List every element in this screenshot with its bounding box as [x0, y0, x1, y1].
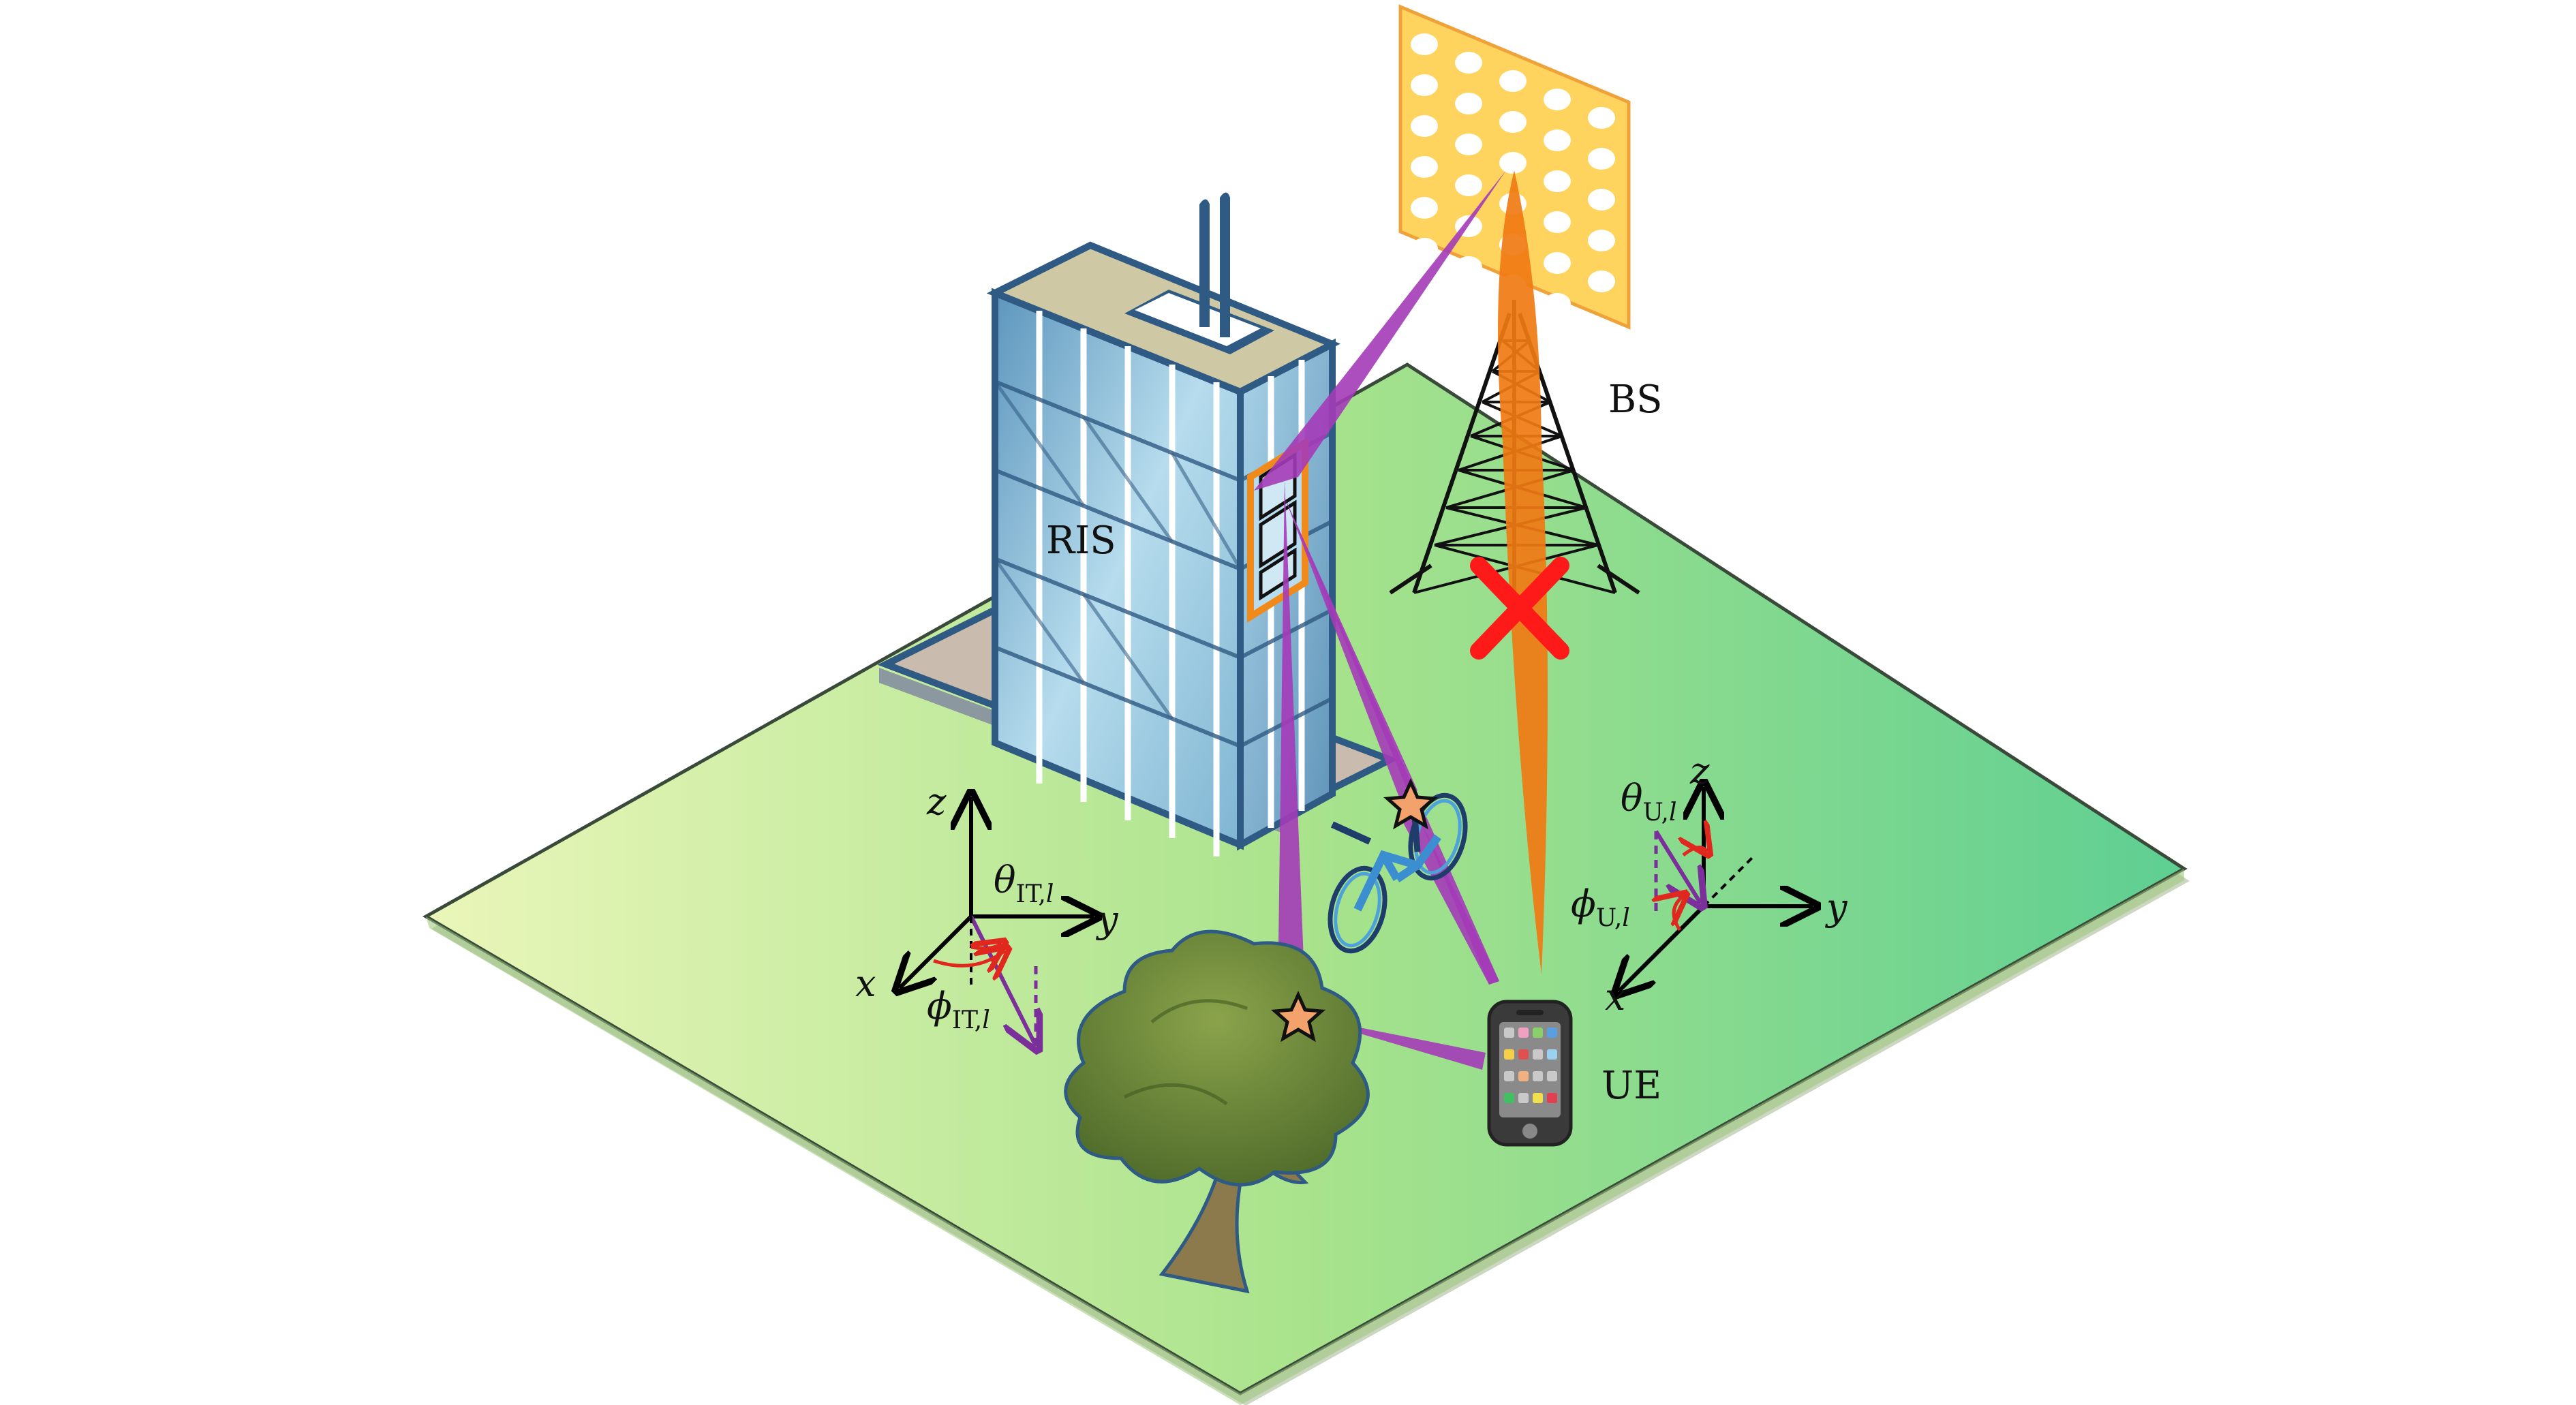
left-theta-label: θIT,l	[994, 859, 1054, 908]
app-tile	[1533, 1049, 1543, 1060]
beam-bike-to-ue	[1400, 801, 1499, 985]
bs-antenna-element	[1588, 271, 1615, 292]
bicycle-icon	[1328, 792, 1468, 954]
bs-antenna-element	[1588, 148, 1615, 170]
bs-antenna-element	[1499, 111, 1527, 133]
app-tile	[1533, 1093, 1543, 1103]
beam-bs-to-ue-blocked	[1497, 170, 1548, 974]
beam-bs-to-ris	[1254, 170, 1506, 491]
app-tile	[1518, 1071, 1529, 1081]
app-tile	[1547, 1071, 1557, 1081]
left-axis-x-label: x	[855, 962, 876, 1005]
right-axis-x-label: x	[1605, 976, 1625, 1019]
right-axis-z-label: z	[1689, 750, 1710, 792]
bs-antenna-element	[1588, 189, 1615, 211]
bs-antenna-element	[1411, 156, 1438, 178]
app-tile	[1518, 1093, 1529, 1103]
bs-label: BS	[1608, 377, 1663, 422]
bs-antenna-element	[1455, 256, 1482, 278]
left-phi-label: ϕIT,l	[927, 985, 990, 1034]
app-tile	[1547, 1049, 1557, 1060]
bs-antenna-element	[1411, 33, 1438, 55]
bs-antenna-element	[1588, 230, 1615, 251]
cross-icon	[1470, 557, 1569, 660]
bs-antenna-element	[1544, 293, 1571, 315]
beam-ris-to-tree	[1278, 480, 1305, 995]
app-tile	[1504, 1028, 1514, 1038]
app-tile	[1547, 1093, 1557, 1103]
bs-antenna-element	[1455, 93, 1482, 114]
right-axis-y-label: y	[1825, 886, 1848, 929]
left-axis-z-label: z	[926, 780, 947, 823]
phone-icon	[1487, 1000, 1573, 1147]
bs-antenna-element	[1411, 238, 1438, 260]
bs-antenna-element	[1455, 174, 1482, 196]
right-theta-label: θU,l	[1621, 777, 1677, 827]
ue-label: UE	[1601, 1064, 1661, 1108]
bs-antenna-element	[1411, 197, 1438, 219]
bs-antenna-element	[1544, 129, 1571, 151]
app-tile	[1504, 1071, 1514, 1081]
left-axis-y-label: y	[1096, 898, 1119, 941]
bs-antenna-element	[1499, 70, 1527, 92]
star-icon	[1270, 990, 1326, 1043]
building-icon	[877, 192, 1399, 856]
app-tile	[1518, 1049, 1529, 1060]
bs-antenna-element	[1499, 152, 1527, 174]
bs-antenna-element	[1455, 134, 1482, 155]
axes-right	[1619, 787, 1813, 991]
bs-antenna-element	[1544, 89, 1571, 110]
axes-left	[900, 797, 1094, 1046]
app-tile	[1504, 1049, 1514, 1060]
app-tile	[1518, 1028, 1529, 1038]
ground-plane	[422, 362, 2190, 1405]
ris-label: RIS	[1046, 519, 1116, 563]
bs-antenna-element	[1411, 74, 1438, 96]
app-tile	[1533, 1028, 1543, 1038]
right-phi-label: ϕU,l	[1571, 882, 1630, 932]
bs-antenna-element	[1588, 107, 1615, 129]
app-tile	[1504, 1093, 1514, 1103]
star-icon	[1383, 777, 1439, 830]
app-tile	[1533, 1071, 1543, 1081]
bs-antenna-element	[1544, 170, 1571, 192]
bs-antenna-element	[1455, 52, 1482, 74]
tree-icon	[1064, 929, 1370, 1294]
bs-antenna-element	[1411, 115, 1438, 137]
app-tile	[1547, 1028, 1557, 1038]
bs-antenna-element	[1544, 252, 1571, 274]
bs-antenna-element	[1544, 211, 1571, 233]
